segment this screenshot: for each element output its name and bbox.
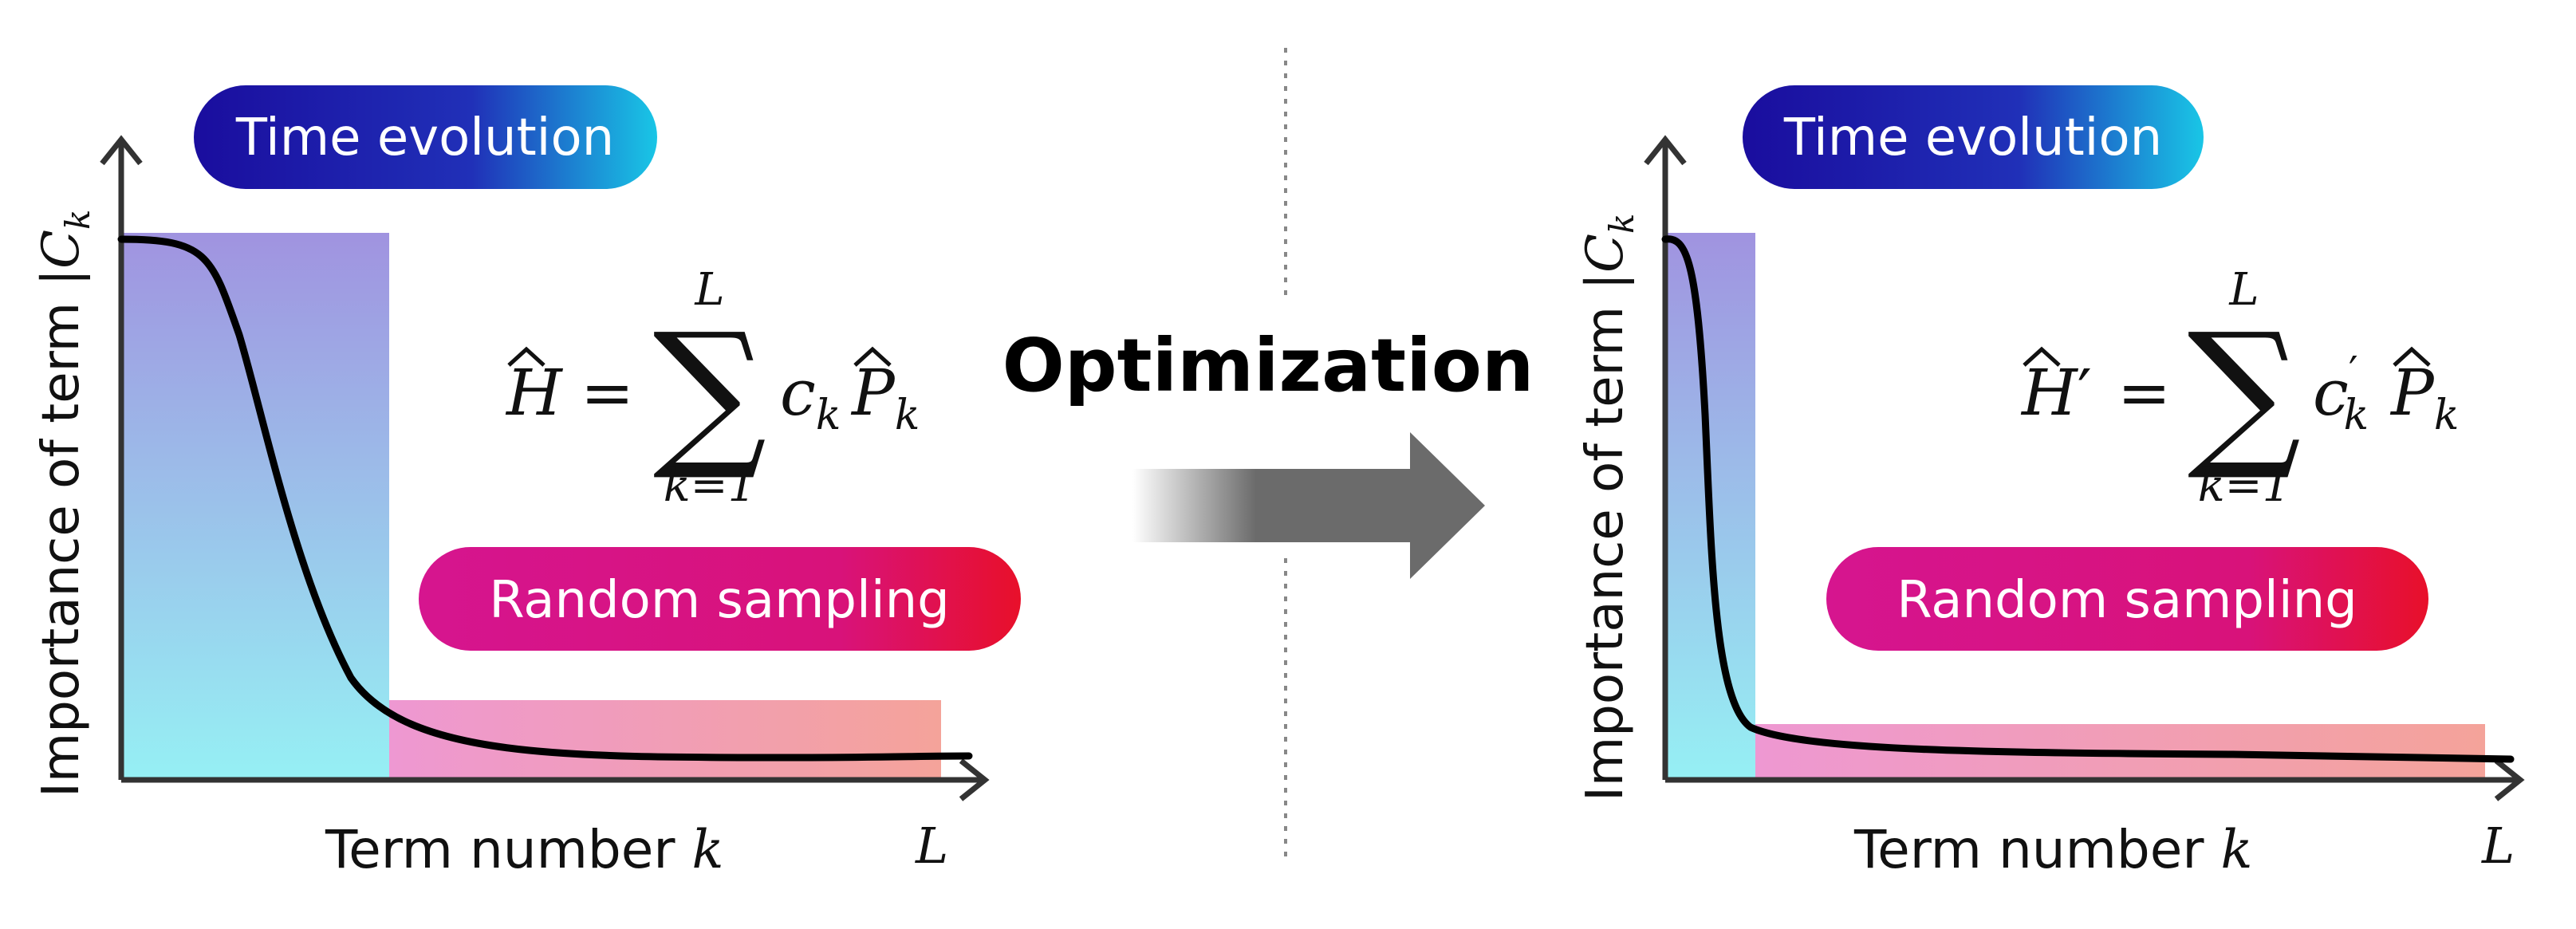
svg-text:ck: ck <box>780 356 841 439</box>
right-panel: Importance of term |Ck Term number k L T… <box>1576 85 2525 880</box>
right-random-sampling-badge: Random sampling <box>1826 547 2428 651</box>
left-time-evolution-region <box>121 233 389 780</box>
svg-text:c′k: c′k <box>2313 348 2369 439</box>
svg-text:∑: ∑ <box>2188 299 2302 485</box>
svg-text:k=1: k=1 <box>664 460 756 512</box>
right-x-end-label: L <box>2481 817 2515 875</box>
svg-text:∑: ∑ <box>653 299 767 485</box>
right-axes <box>1644 135 2525 801</box>
left-panel: Importance of term |Ck Term number k L T… <box>32 85 1021 880</box>
svg-text:=: = <box>2117 356 2171 430</box>
right-time-evolution-badge: Time evolution <box>1743 85 2204 189</box>
left-hamiltonian-formula: H = L ∑ k=1 ck Pk <box>505 264 920 512</box>
optimization-arrow <box>1132 432 1485 579</box>
right-hamiltonian-formula: H′ = L ∑ k=1 c′k Pk <box>2020 264 2459 512</box>
left-importance-curve <box>117 235 973 762</box>
left-y-axis-label: Importance of term |Ck <box>32 210 97 797</box>
svg-text:L: L <box>2228 264 2259 316</box>
svg-text:Random sampling: Random sampling <box>489 571 950 630</box>
left-x-end-label: L <box>915 817 948 875</box>
svg-text:=: = <box>581 356 634 430</box>
right-x-axis-label: Term number k <box>1853 819 2253 880</box>
left-x-axis-label: Term number k <box>325 819 724 880</box>
svg-text:Time evolution: Time evolution <box>1783 108 2162 167</box>
svg-text:H: H <box>505 356 564 430</box>
svg-text:Pk: Pk <box>2389 356 2459 439</box>
svg-text:Random sampling: Random sampling <box>1897 571 2357 630</box>
left-random-sampling-region <box>389 700 941 780</box>
svg-text:Pk: Pk <box>850 356 920 439</box>
left-time-evolution-badge: Time evolution <box>194 85 657 189</box>
svg-text:Time evolution: Time evolution <box>235 108 614 167</box>
svg-text:k=1: k=1 <box>2198 460 2290 512</box>
left-random-sampling-badge: Random sampling <box>419 547 1021 651</box>
right-importance-curve <box>1661 235 2515 763</box>
optimization-title: Optimization <box>1002 323 1534 408</box>
left-axes <box>100 135 990 801</box>
svg-text:H′: H′ <box>2020 356 2092 430</box>
svg-text:L: L <box>694 264 724 316</box>
right-y-axis-label: Importance of term |Ck <box>1576 214 1641 801</box>
